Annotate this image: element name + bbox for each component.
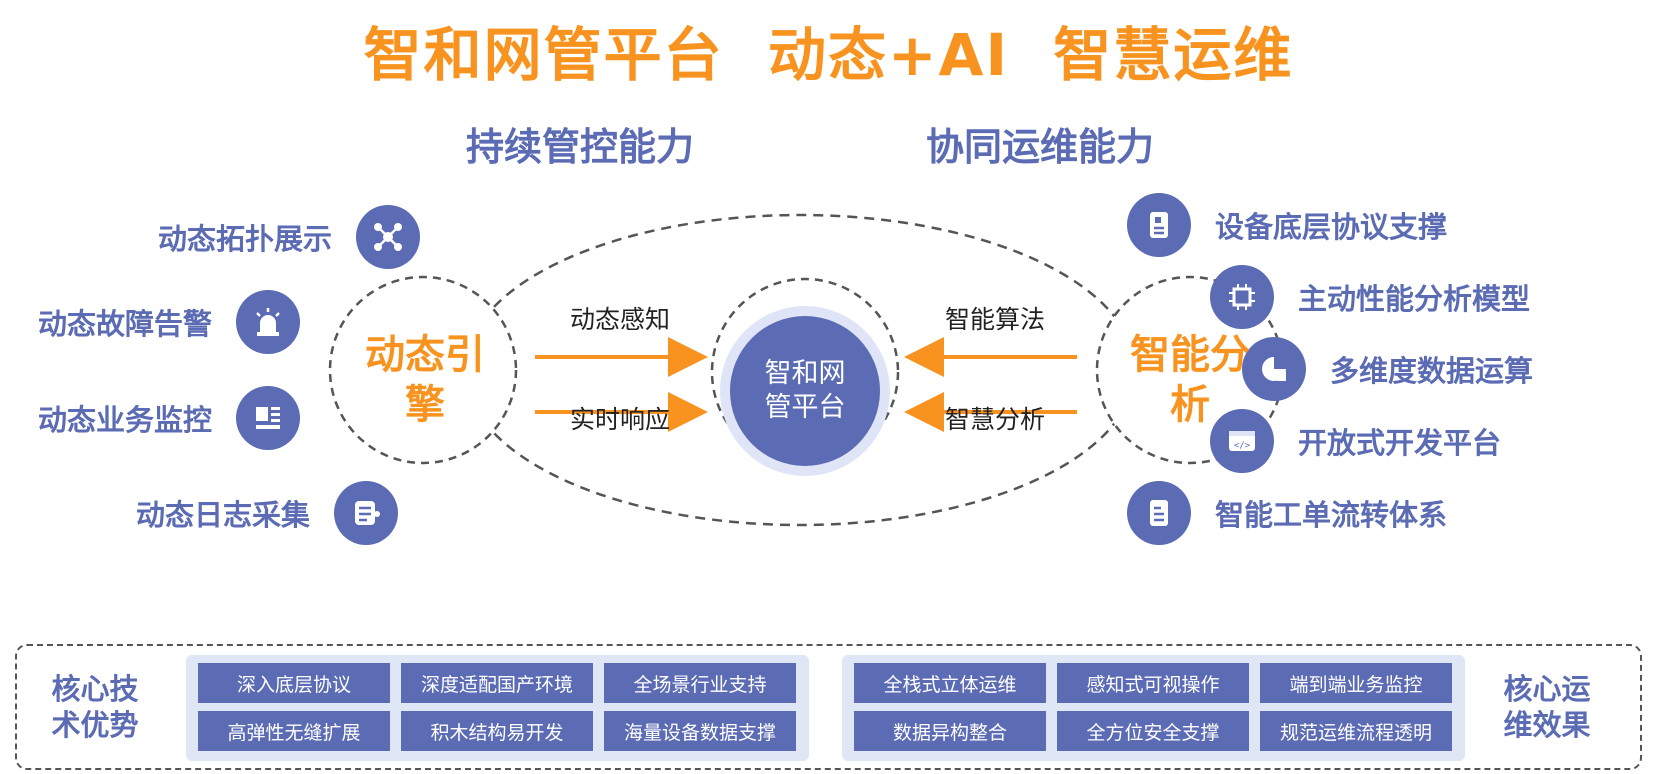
code-window-icon: </> <box>1210 409 1274 473</box>
engine-circle-left <box>328 275 518 465</box>
arrow-label-left-top: 动态感知 <box>569 305 670 334</box>
pie-chart-icon <box>1242 337 1306 401</box>
feature-label: 智能工单流转体系 <box>1215 498 1448 532</box>
feature-open-platform: </> 开放式开发平台 <box>1210 409 1501 473</box>
feature-data-computing: 多维度数据运算 <box>1242 337 1533 401</box>
feature-label: 设备底层协议支撑 <box>1215 210 1448 244</box>
ops-tag: 感知式可视操作 <box>1057 663 1249 703</box>
ops-tag-group: 全栈式立体运维 感知式可视操作 端到端业务监控 数据异构整合 全方位安全支撑 规… <box>842 655 1465 761</box>
network-topology-icon <box>356 205 420 269</box>
feature-label: 动态日志采集 <box>135 498 310 532</box>
section-title-left: 持续管控能力 <box>465 125 694 169</box>
dashboard-monitor-icon <box>236 386 300 450</box>
panel-title-tech: 核心技术优势 <box>51 672 139 742</box>
ops-tag: 全栈式立体运维 <box>854 663 1046 703</box>
tech-tag: 高弹性无缝扩展 <box>198 711 390 751</box>
page-title: 智和网管平台 动态+AI 智慧运维 <box>363 21 1294 89</box>
work-order-icon <box>1127 481 1191 545</box>
cpu-chip-icon <box>1210 265 1274 329</box>
ops-tag: 规范运维流程透明 <box>1260 711 1452 751</box>
feature-label: 主动性能分析模型 <box>1298 282 1531 316</box>
arrow-label-left-bottom: 实时响应 <box>569 405 670 434</box>
log-collection-icon <box>334 481 398 545</box>
tech-tag-group: 深入底层协议 深度适配国产环境 全场景行业支持 高弹性无缝扩展 积木结构易开发 … <box>186 655 809 761</box>
ops-tag: 端到端业务监控 <box>1260 663 1452 703</box>
center-core: 智和网管平台 <box>730 316 880 466</box>
device-document-icon <box>1127 193 1191 257</box>
ops-tag: 数据异构整合 <box>854 711 1046 751</box>
svg-text:</>: </> <box>1234 441 1251 451</box>
tech-tag: 深度适配国产环境 <box>401 663 593 703</box>
feature-work-order: 智能工单流转体系 <box>1127 481 1447 545</box>
arrow-label-right-bottom: 智慧分析 <box>944 405 1045 434</box>
tech-tag: 全场景行业支持 <box>604 663 796 703</box>
feature-label: 动态拓扑展示 <box>157 222 332 256</box>
arrow-label-right-top: 智能算法 <box>944 305 1045 334</box>
feature-alarm: 动态故障告警 <box>37 290 300 354</box>
engine-label-right: 智能分析 <box>1130 332 1250 428</box>
feature-log-collection: 动态日志采集 <box>40 481 398 545</box>
feature-topology: 动态拓扑展示 <box>40 205 420 269</box>
tech-tag: 深入底层协议 <box>198 663 390 703</box>
ops-tag: 全方位安全支撑 <box>1057 711 1249 751</box>
alarm-siren-icon <box>236 290 300 354</box>
tech-tag: 海量设备数据支撑 <box>604 711 796 751</box>
panel-title-ops: 核心运维效果 <box>1503 672 1591 742</box>
feature-label: 动态业务监控 <box>37 403 212 437</box>
engine-label-left: 动态引擎 <box>365 332 485 428</box>
section-title-right: 协同运维能力 <box>925 125 1154 169</box>
center-core-label: 智和网管平台 <box>764 358 846 423</box>
feature-label: 动态故障告警 <box>37 307 212 341</box>
feature-label: 开放式开发平台 <box>1298 426 1502 460</box>
feature-performance-model: 主动性能分析模型 <box>1210 265 1530 329</box>
feature-business-monitor: 动态业务监控 <box>37 386 300 450</box>
feature-label: 多维度数据运算 <box>1330 354 1534 388</box>
tech-tag: 积木结构易开发 <box>401 711 593 751</box>
bottom-panel <box>15 644 1642 770</box>
feature-protocol-support: 设备底层协议支撑 <box>1127 193 1447 257</box>
